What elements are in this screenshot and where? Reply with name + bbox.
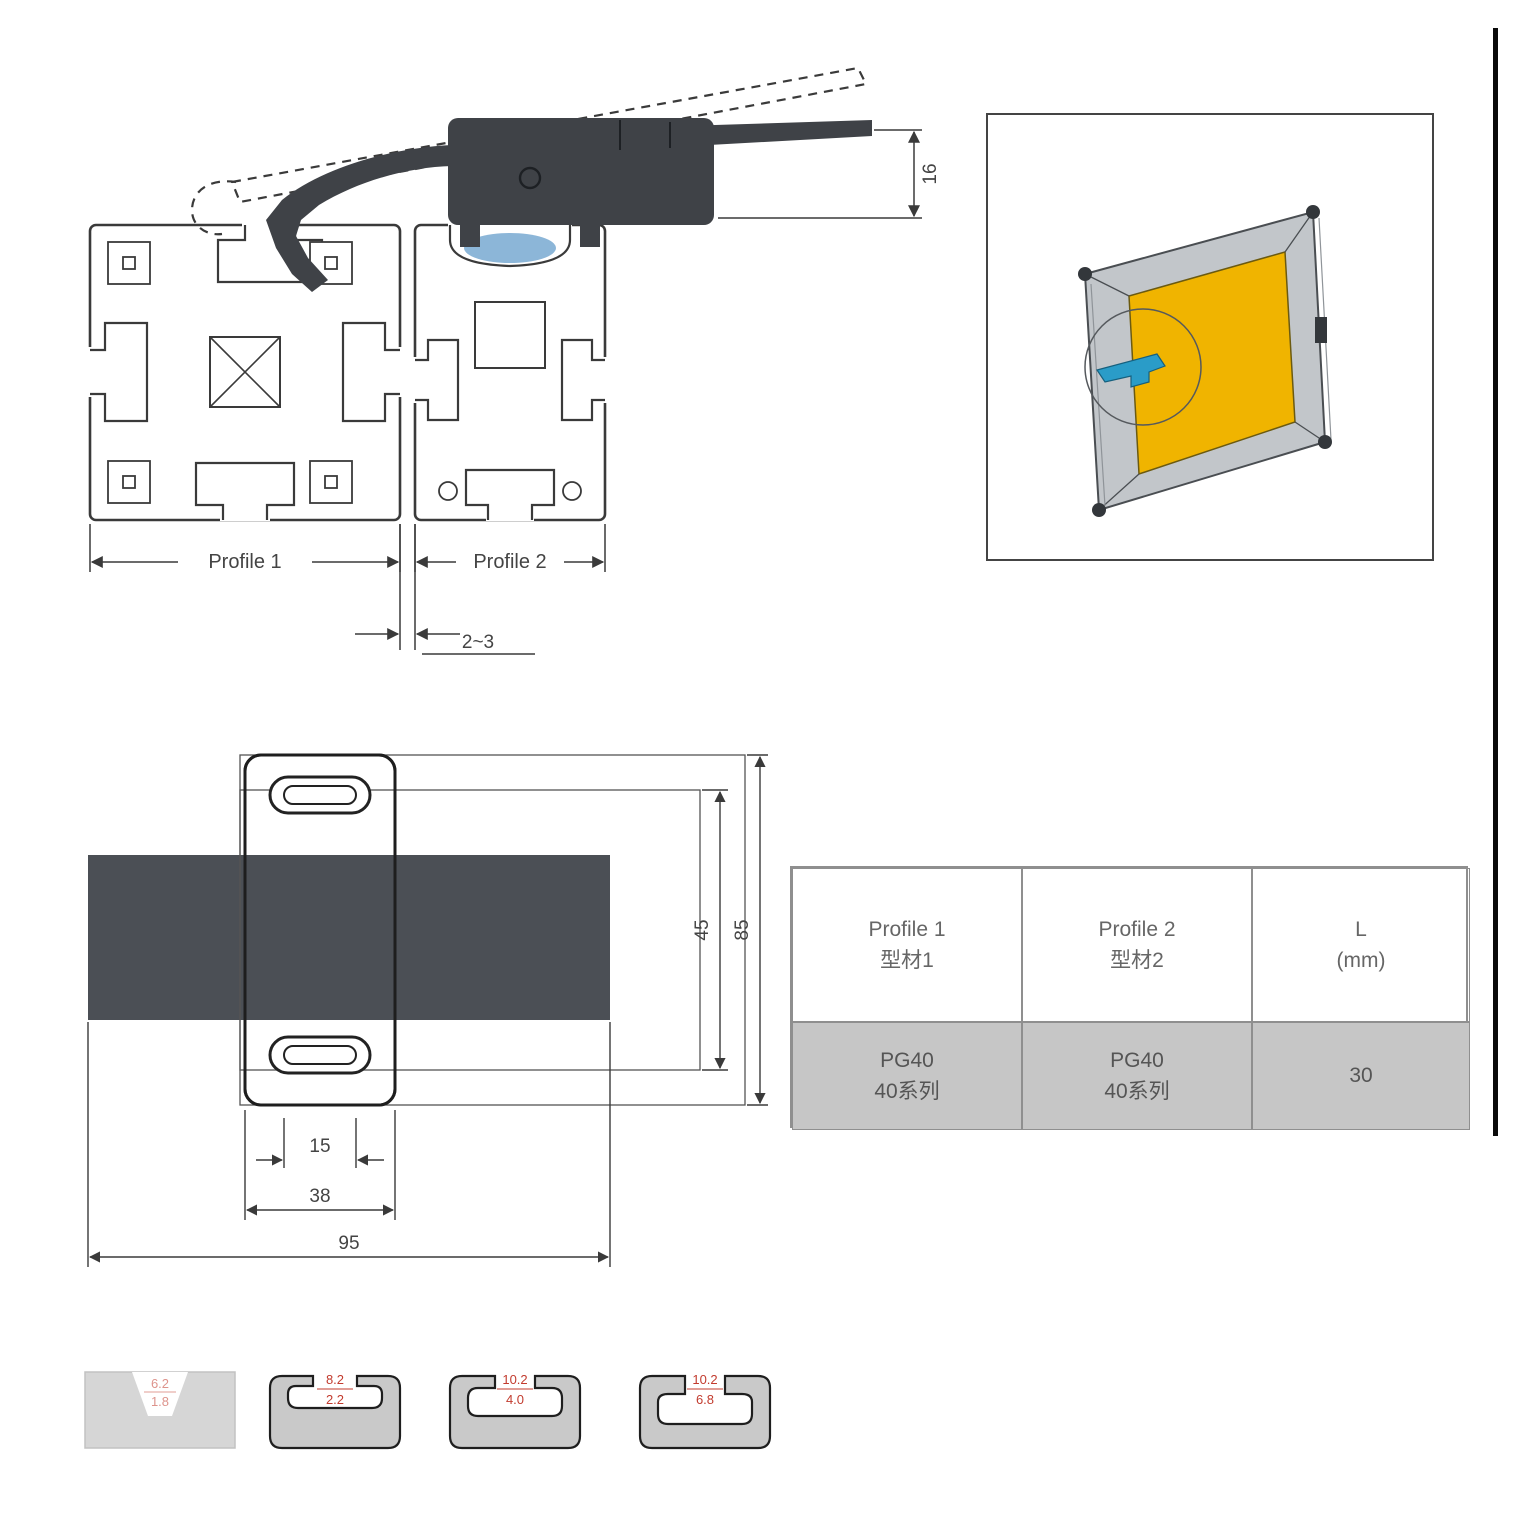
table-cell-length: 30 xyxy=(1252,1022,1470,1130)
slot-top xyxy=(268,775,372,815)
slot1-dim-top: 6.2 xyxy=(151,1376,169,1391)
dim-15-label: 15 xyxy=(309,1136,330,1157)
profile2-section xyxy=(411,221,609,522)
dim-95-label: 95 xyxy=(338,1233,359,1254)
detail-callout-circle xyxy=(1084,308,1202,426)
dim-85-label: 85 xyxy=(732,919,753,940)
topview-dimensions: 15 38 95 45 85 xyxy=(87,754,768,1267)
table-header-length: L(mm) xyxy=(1252,868,1470,1022)
slot3-dim-top: 10.2 xyxy=(502,1372,527,1387)
dim-profile2: Profile 2 xyxy=(414,524,606,573)
dim-16-label: 16 xyxy=(920,163,941,184)
dim-profile1: Profile 1 xyxy=(89,524,401,573)
cross-section-drawing: 16 Profile 1 Profile 2 2~3 xyxy=(86,66,941,655)
slot4-dim-bottom: 6.8 xyxy=(696,1392,714,1407)
slot4-dim-top: 10.2 xyxy=(692,1372,717,1387)
slot1-dim-bottom: 1.8 xyxy=(151,1394,169,1409)
profile1-section xyxy=(86,221,404,522)
slot2-dim-top: 8.2 xyxy=(326,1372,344,1387)
slot-bottom xyxy=(268,1035,372,1075)
slot-icon-4: 10.2 6.8 xyxy=(638,1372,772,1450)
profile1-label: Profile 1 xyxy=(208,551,281,573)
page-divider xyxy=(1493,28,1498,1136)
latch-body xyxy=(266,118,872,292)
top-view-drawing: 15 38 95 45 85 xyxy=(87,753,768,1267)
profile-bar xyxy=(88,855,610,1020)
dim-16: 16 xyxy=(718,129,941,219)
dim-45-label: 45 xyxy=(692,919,713,940)
application-illustration xyxy=(986,113,1434,561)
slot-icon-3: 10.2 4.0 xyxy=(448,1372,582,1450)
slot3-dim-bottom: 4.0 xyxy=(506,1392,524,1407)
gap-dim-label: 2~3 xyxy=(462,632,494,653)
latch-hook xyxy=(266,145,452,292)
latch-plate-outline xyxy=(243,753,397,1107)
profile2-label: Profile 2 xyxy=(473,551,546,573)
slot-icons-row: 6.2 1.8 8.2 2.2 10.2 4.0 10.2 6.8 xyxy=(84,1371,772,1450)
dim-gap: 2~3 xyxy=(355,524,535,655)
outline-inner xyxy=(239,789,701,1071)
slot-icon-1: 6.2 1.8 xyxy=(84,1371,236,1449)
latch-open-outline xyxy=(190,66,868,236)
slot-icon-2: 8.2 2.2 xyxy=(268,1372,402,1450)
spring-insert xyxy=(464,233,556,263)
slot2-dim-bottom: 2.2 xyxy=(326,1392,344,1407)
dim-38-label: 38 xyxy=(309,1186,330,1207)
latch-handle-3d xyxy=(1096,353,1166,388)
